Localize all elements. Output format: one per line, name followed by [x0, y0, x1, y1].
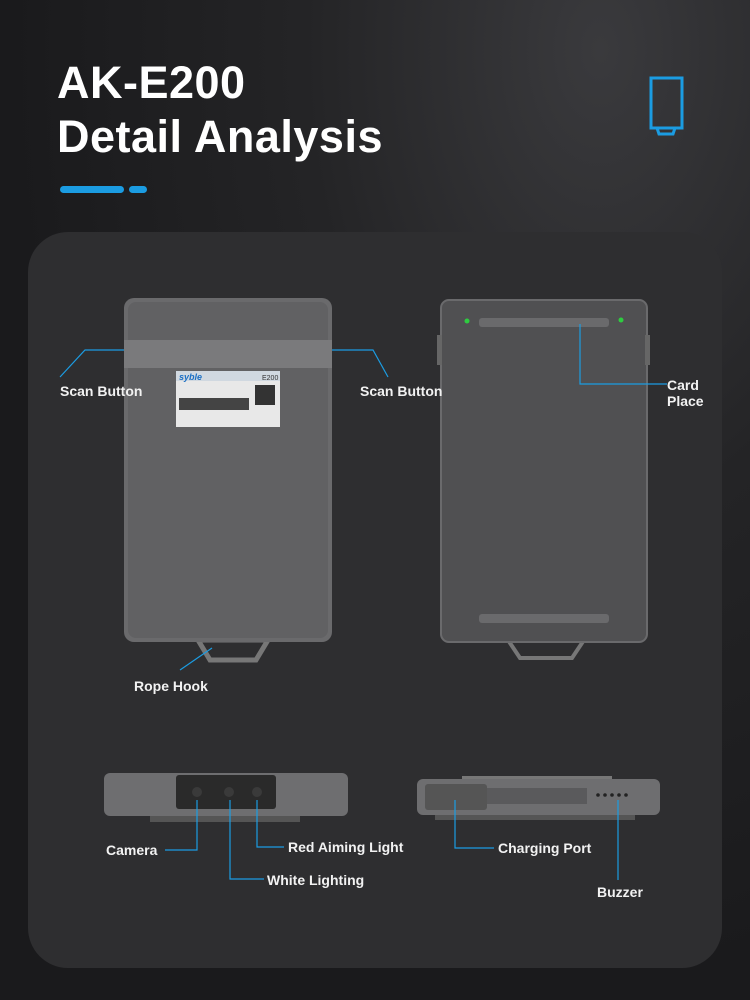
callout-scan-button-left: Scan Button [60, 383, 143, 399]
device-bottom-view [104, 773, 348, 822]
callout-scan-button-right: Scan Button [360, 383, 443, 399]
callout-rope-hook: Rope Hook [134, 678, 208, 694]
device-back-view [437, 299, 650, 660]
title-line-1: AK-E200 [57, 57, 246, 108]
accent-bar [60, 186, 124, 193]
device-side-view [417, 776, 660, 820]
callout-card-place: Card Place [667, 377, 704, 409]
model-label: E200 [262, 375, 278, 382]
callout-buzzer: Buzzer [597, 884, 643, 900]
phone-outline-icon [649, 76, 684, 136]
callout-lines [59, 324, 667, 880]
accent-bar-short [129, 186, 147, 193]
device-front-view: syble E200 [124, 298, 332, 663]
callout-charging-port: Charging Port [498, 840, 592, 856]
title-line-2: Detail Analysis [57, 111, 383, 162]
page-title: AK-E200 Detail Analysis [57, 56, 383, 164]
brand-label: syble [179, 372, 202, 382]
callout-red-aiming-light: Red Aiming Light [288, 839, 404, 855]
callout-camera: Camera [106, 842, 158, 858]
callout-white-lighting: White Lighting [267, 872, 365, 888]
